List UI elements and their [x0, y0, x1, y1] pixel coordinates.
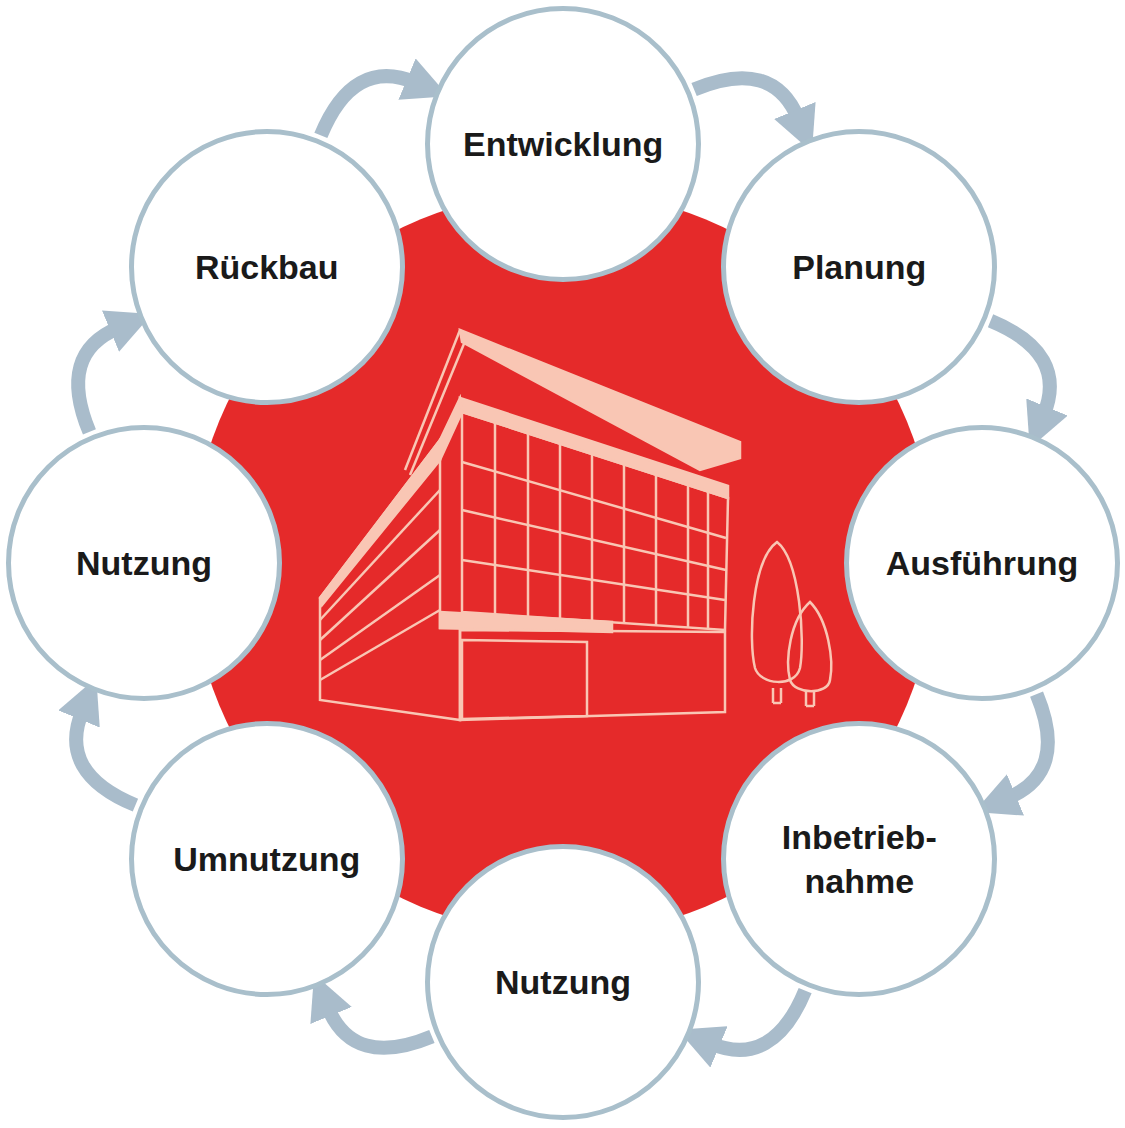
phase-circle: Nutzung [425, 844, 701, 1120]
phase-label: Entwicklung [463, 122, 663, 166]
flow-arrow [1007, 694, 1048, 798]
phase-label: Ausführung [886, 541, 1079, 585]
phase-label: Planung [792, 245, 926, 289]
phase-circle: Rückbau [129, 129, 405, 405]
flow-arrow [694, 78, 798, 119]
phase-circle: Inbetrieb- nahme [721, 721, 997, 997]
building-drawing [320, 330, 831, 720]
phase-circle: Umnutzung [129, 721, 405, 997]
phase-circle: Planung [721, 129, 997, 405]
flow-arrow [76, 711, 135, 805]
phase-label: Nutzung [495, 960, 631, 1004]
flow-arrow [328, 1007, 432, 1048]
phase-circle: Entwicklung [425, 6, 701, 282]
flow-arrow [711, 991, 805, 1050]
flow-arrow [991, 321, 1050, 415]
flow-arrow [78, 328, 119, 432]
phase-label: Umnutzung [173, 837, 360, 881]
phase-label: Nutzung [76, 541, 212, 585]
flow-arrow [321, 76, 415, 135]
phase-label: Rückbau [195, 245, 339, 289]
phase-label: Inbetrieb- nahme [759, 815, 959, 903]
phase-circle: Nutzung [6, 425, 282, 701]
phase-circle: Ausführung [844, 425, 1120, 701]
